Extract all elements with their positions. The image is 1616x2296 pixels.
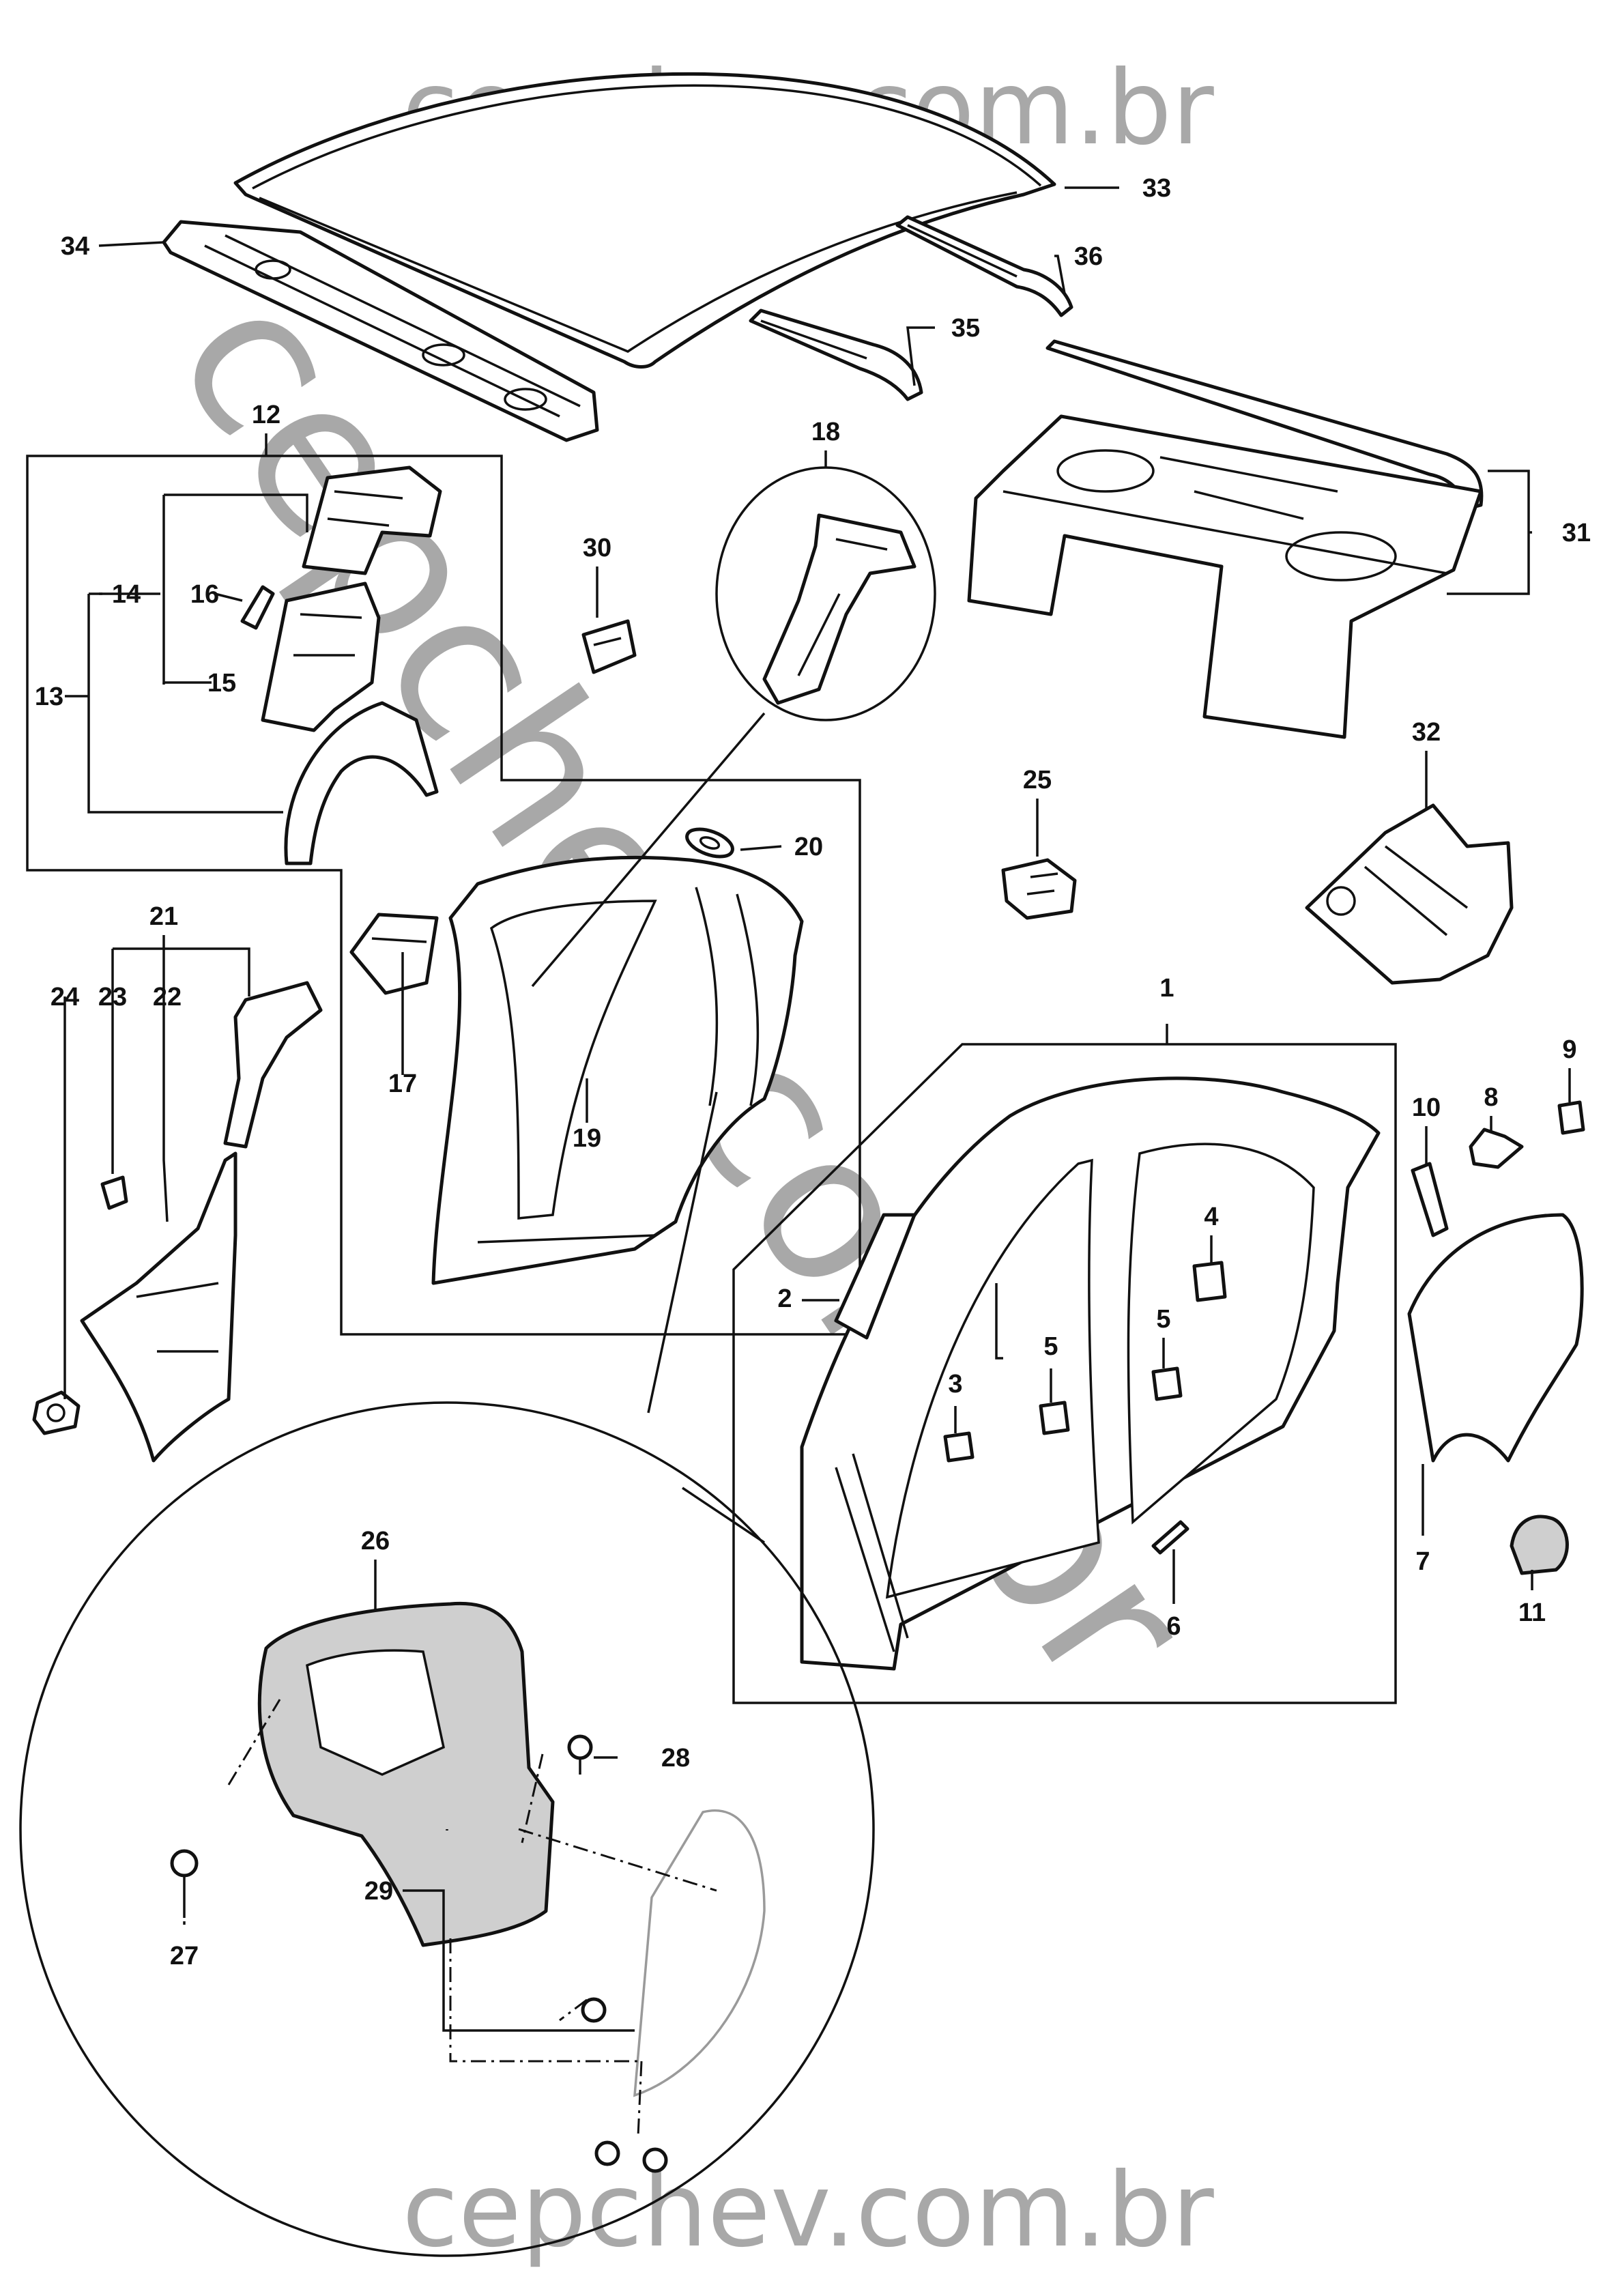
callout-16: 16 bbox=[190, 580, 219, 609]
callout-19: 19 bbox=[573, 1124, 601, 1153]
body-side-outer-panel bbox=[800, 1076, 1381, 1671]
group-box-1 bbox=[732, 1043, 1397, 1704]
callout-12: 12 bbox=[252, 401, 280, 429]
callout-33: 33 bbox=[1142, 174, 1171, 203]
a-pillar-lower-part bbox=[80, 1151, 237, 1463]
screw-27 bbox=[170, 1849, 199, 1918]
callout-28: 28 bbox=[661, 1744, 690, 1773]
callout-34: 34 bbox=[61, 232, 89, 261]
square-nut-24 bbox=[32, 1390, 81, 1435]
a-pillar-upper-part bbox=[223, 981, 323, 1149]
callout-17: 17 bbox=[388, 1070, 417, 1098]
rocker-bracket-part bbox=[349, 913, 439, 995]
upper-bracket-part bbox=[302, 465, 442, 575]
leader-lines bbox=[63, 186, 1571, 2032]
callout-35: 35 bbox=[951, 314, 980, 343]
leader-circle bbox=[647, 1091, 765, 1544]
clip-5a bbox=[1039, 1401, 1070, 1435]
callout-10: 10 bbox=[1412, 1093, 1441, 1122]
inner-side-frame bbox=[431, 855, 804, 1285]
quarter-outer-panel-7 bbox=[1407, 1213, 1584, 1463]
bracket-8 bbox=[1469, 1128, 1524, 1169]
detail-circle-wheelhouse bbox=[19, 1401, 875, 2257]
clip-30 bbox=[581, 619, 637, 674]
callout-26: 26 bbox=[361, 1527, 390, 1555]
callout-31: 31 bbox=[1562, 519, 1591, 547]
ghost-panel bbox=[633, 1809, 766, 2097]
clip-5b bbox=[1151, 1366, 1183, 1401]
callout-29: 29 bbox=[364, 1877, 393, 1906]
roof-panel bbox=[233, 72, 1056, 369]
callout-23: 23 bbox=[98, 983, 127, 1011]
wheelhouse-liner-26 bbox=[257, 1601, 555, 1947]
callout-6: 6 bbox=[1166, 1612, 1181, 1641]
assembly-dashed-lines bbox=[227, 1699, 717, 2137]
leader-18 bbox=[531, 712, 766, 988]
callout-18: 18 bbox=[811, 418, 840, 446]
wheelhouse-arch-part bbox=[284, 701, 439, 865]
roof-bow-front bbox=[749, 308, 923, 401]
callout-3: 3 bbox=[948, 1370, 962, 1398]
clip-9 bbox=[1557, 1100, 1585, 1135]
b-pillar-reinforcement bbox=[762, 513, 917, 705]
callout-30: 30 bbox=[583, 534, 611, 562]
clip-4 bbox=[1192, 1261, 1227, 1302]
inner-panel-part bbox=[261, 582, 381, 732]
grommet-part bbox=[685, 827, 734, 859]
screw-29b bbox=[594, 2140, 620, 2166]
small-clip-part bbox=[240, 585, 275, 630]
small-bracket-23 bbox=[100, 1175, 128, 1210]
callout-36: 36 bbox=[1074, 242, 1103, 271]
callout-13: 13 bbox=[35, 683, 63, 711]
screw-29a bbox=[581, 1997, 607, 2023]
b-pillar-patch-2 bbox=[834, 1213, 917, 1340]
strip-6 bbox=[1151, 1520, 1189, 1555]
callout-9: 9 bbox=[1562, 1035, 1576, 1064]
callout-1: 1 bbox=[1159, 974, 1174, 1003]
rear-package-shelf bbox=[967, 414, 1483, 739]
callout-14: 14 bbox=[112, 580, 141, 609]
callout-20: 20 bbox=[794, 833, 823, 861]
callout-2: 2 bbox=[777, 1285, 792, 1313]
callout-8: 8 bbox=[1484, 1083, 1498, 1112]
screw-29c bbox=[642, 2147, 668, 2173]
rear-roof-rail bbox=[1045, 339, 1484, 511]
callout-15: 15 bbox=[207, 669, 236, 698]
watermark-bottom: cepchev.com.br bbox=[402, 2151, 1214, 2270]
callout-4: 4 bbox=[1204, 1203, 1218, 1231]
front-header-panel bbox=[162, 220, 599, 442]
callout-5b: 5 bbox=[1156, 1305, 1170, 1334]
callout-32: 32 bbox=[1412, 718, 1441, 747]
callout-25: 25 bbox=[1023, 766, 1052, 794]
callout-24: 24 bbox=[50, 983, 79, 1011]
callout-labels: 1 2 3 4 5 5 6 7 8 9 10 11 12 13 14 15 16… bbox=[35, 174, 1591, 1970]
roof-bow-rear bbox=[895, 215, 1073, 317]
screw-28 bbox=[567, 1734, 593, 1775]
callout-5a: 5 bbox=[1043, 1332, 1058, 1361]
callout-27: 27 bbox=[170, 1942, 199, 1970]
callout-22: 22 bbox=[153, 983, 182, 1011]
callout-7: 7 bbox=[1415, 1547, 1430, 1576]
clip-3 bbox=[943, 1431, 975, 1463]
rear-quarter-inner-panel bbox=[1305, 803, 1514, 985]
strip-10 bbox=[1411, 1162, 1449, 1237]
callout-11: 11 bbox=[1518, 1598, 1546, 1627]
cap-11 bbox=[1510, 1515, 1569, 1575]
callout-21: 21 bbox=[149, 902, 178, 931]
clip-25 bbox=[1001, 858, 1077, 920]
